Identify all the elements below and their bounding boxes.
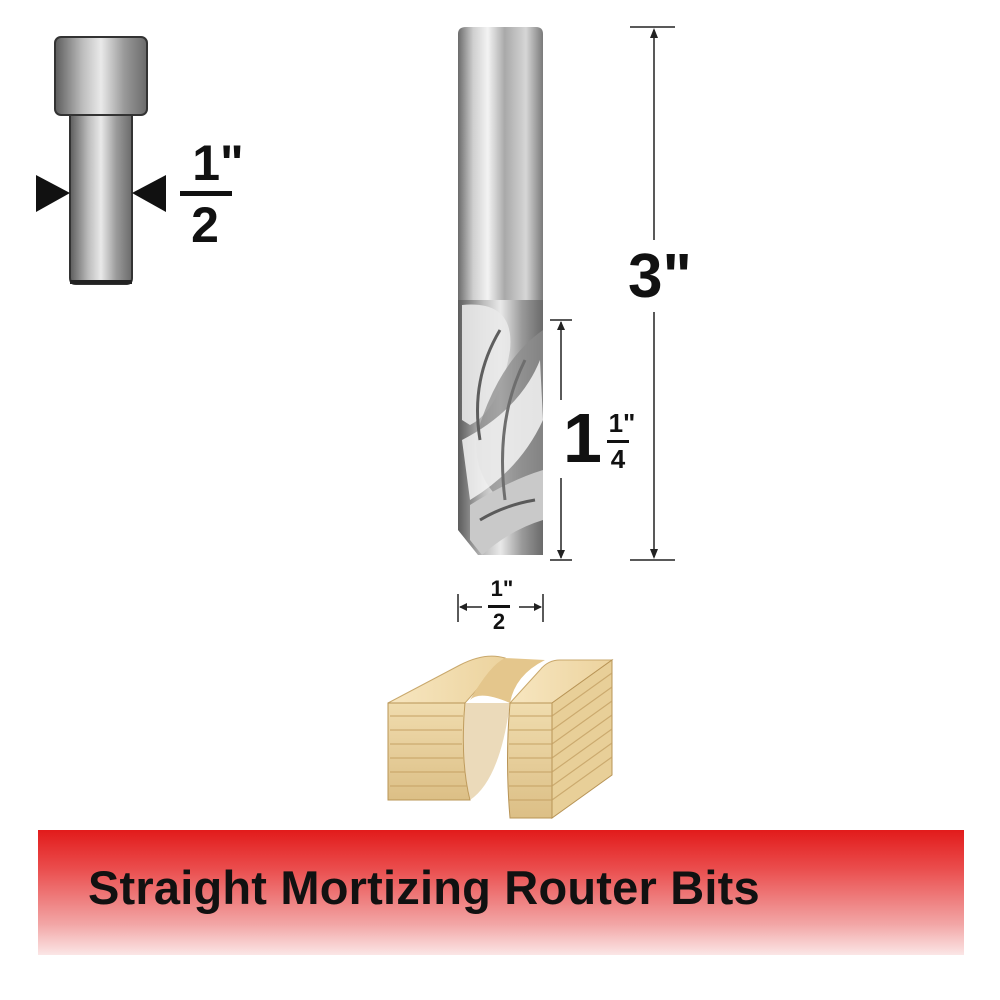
cutting-diameter-denominator: 2 [492, 609, 506, 634]
banner-title: Straight Mortizing Router Bits [88, 861, 760, 914]
cutting-length-denominator: 4 [610, 444, 626, 474]
cutting-length-fraction-bar [607, 440, 629, 443]
cutting-diameter-fraction-bar [488, 605, 510, 608]
overall-length-dimension [630, 26, 675, 561]
mortise-cut-wood-block [387, 655, 614, 819]
cutting-diameter-numerator: 1" [490, 576, 514, 601]
shank-diameter-denominator: 2 [191, 197, 219, 253]
shank-diameter-icon [36, 36, 166, 285]
cutting-diameter-dimension [457, 594, 544, 622]
cutting-length-dimension [550, 319, 572, 561]
cutting-length-whole: 1 [563, 399, 602, 477]
shank-diameter-fraction-bar [180, 191, 232, 196]
overall-length-label: 3" [628, 242, 692, 311]
cutting-length-numerator: 1" [608, 408, 636, 438]
title-banner [38, 830, 964, 955]
shank-diameter-numerator: 1" [192, 135, 244, 191]
right-arrowhead-icon [132, 175, 166, 212]
left-arrowhead-icon [36, 175, 70, 212]
spiral-router-bit [458, 27, 543, 555]
